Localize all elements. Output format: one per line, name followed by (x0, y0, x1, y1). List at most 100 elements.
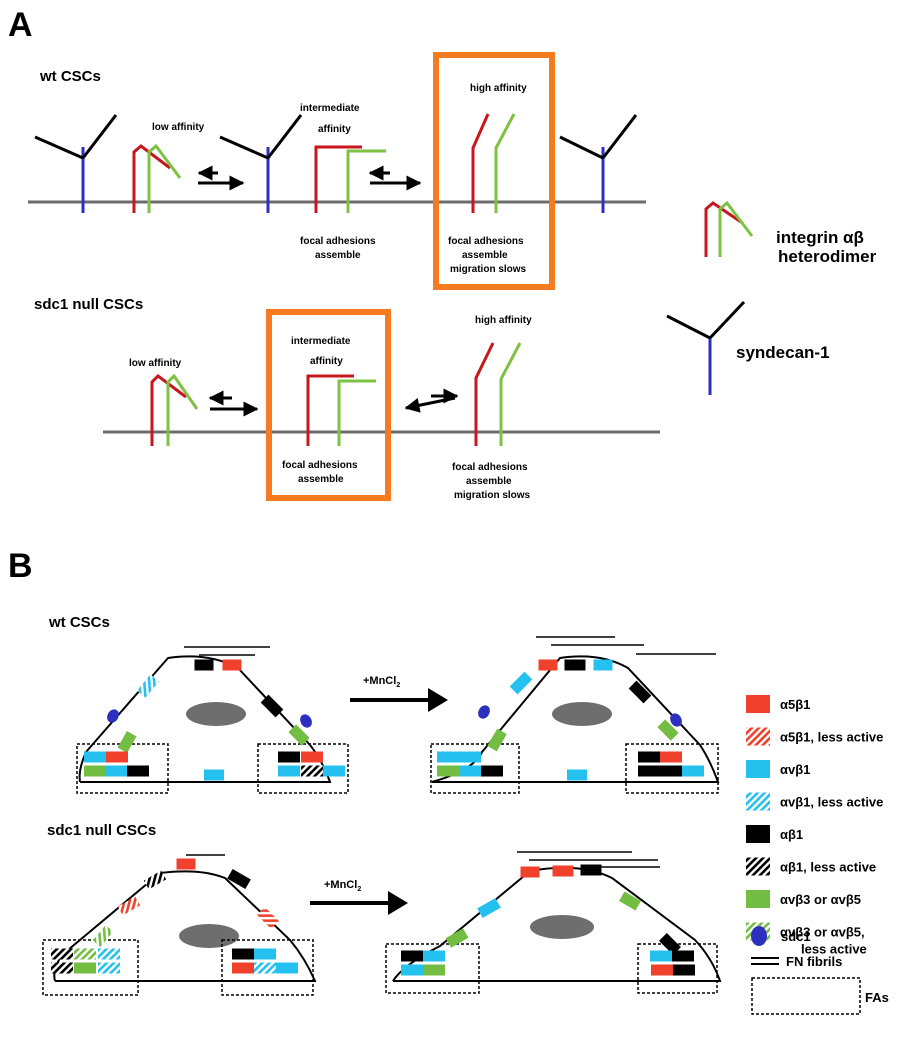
integrin-block (74, 962, 96, 974)
legend-fas: FAs (751, 977, 889, 1015)
integrin-block (580, 864, 602, 876)
syndecan-icon (219, 114, 303, 213)
focal-adhesion-box (385, 943, 480, 994)
legend-swatch (746, 727, 770, 746)
legend-syndecan-label: syndecan-1 (736, 343, 830, 362)
svg-text:FN fibrils: FN fibrils (786, 954, 842, 969)
fa-label-intermediate-wt: focal adhesions assemble (300, 236, 378, 261)
low-affinity-label-wt: low affinity (152, 122, 205, 133)
integrin-high-affinity-icon (471, 113, 516, 213)
intermediate-affinity-label-sdc: intermediate affinity (291, 336, 353, 367)
fa-label-high-sdc: focal adhesions assemble migration slows (452, 462, 531, 501)
legend-swatch (746, 760, 770, 778)
integrin-block (673, 964, 695, 976)
integrin-block (98, 948, 120, 960)
integrin-block (278, 765, 300, 777)
integrin-block (105, 765, 127, 777)
integrin-block (423, 964, 445, 976)
integrin-block (423, 950, 445, 962)
integrin-block (481, 765, 503, 777)
integrin-block (301, 751, 323, 763)
legend-label: αβ1, less active (780, 860, 876, 875)
integrin-block (657, 719, 679, 741)
focal-adhesion-box (221, 939, 314, 996)
integrin-block (276, 962, 298, 974)
integrin-block (117, 731, 137, 753)
integrin-block (232, 962, 254, 974)
sdc1-marker (300, 714, 312, 728)
legend-swatch (746, 890, 770, 908)
integrin-block (672, 950, 694, 962)
nucleus (186, 702, 246, 726)
integrin-block (445, 928, 469, 948)
integrin-block (84, 751, 106, 763)
integrin-block (176, 858, 196, 870)
fa-label-intermediate-sdc: focal adhesions assemble (282, 460, 360, 485)
legend-label: αβ1 (780, 827, 803, 842)
nucleus (552, 702, 612, 726)
integrin-block (487, 728, 507, 752)
integrin-low-affinity-icon (132, 143, 182, 213)
integrin-block (650, 950, 672, 962)
legend-integrin-icon (704, 200, 754, 257)
integrin-block (260, 694, 284, 718)
legend-syndecan-icon (666, 300, 746, 395)
integrin-block (137, 674, 159, 698)
integrin-block (143, 870, 167, 890)
legend-label: α5β1, less active (780, 730, 883, 745)
integrin-low-affinity-icon (150, 373, 199, 446)
highlight-box-intermediate-sdc1-null (266, 309, 391, 501)
integrin-block (401, 964, 423, 976)
nucleus (179, 924, 239, 948)
integrin-block (401, 950, 423, 962)
integrin-block (509, 671, 533, 695)
legend-label: αvβ1 (780, 762, 810, 777)
fa-label-high-wt: focal adhesions assemble migration slows (448, 236, 527, 275)
svg-text:sdc1: sdc1 (781, 929, 811, 944)
integrin-block (459, 751, 481, 763)
integrin-block (74, 948, 96, 960)
focal-adhesion-box (625, 743, 719, 794)
integrin-block (117, 896, 141, 916)
nucleus (530, 915, 594, 939)
integrin-intermediate-affinity-icon (314, 145, 386, 213)
legend-label: α5β1 (780, 697, 810, 712)
integrin-block (638, 765, 660, 777)
intermediate-affinity-line2: affinity (318, 124, 351, 135)
integrin-block (437, 751, 459, 763)
svg-text:+MnCl2: +MnCl2 (363, 675, 400, 689)
integrin-block (538, 659, 558, 671)
sdc1-marker (478, 705, 490, 719)
integrin-block (106, 751, 128, 763)
integrin-block (257, 907, 279, 929)
syndecan-icon (559, 114, 638, 213)
integrin-block (84, 765, 106, 777)
integrin-block (232, 948, 254, 960)
integrin-block (127, 765, 149, 777)
mncl2-arrow-wt: +MnCl2 (350, 675, 448, 712)
panel-b-letter: B (8, 547, 33, 585)
integrin-block (278, 751, 300, 763)
integrin-intermediate-affinity-icon (306, 374, 376, 446)
integrin-block (254, 948, 276, 960)
legend-swatch (746, 792, 770, 811)
legend-swatch (746, 857, 770, 876)
integrin-block (659, 933, 681, 955)
integrin-block (638, 751, 660, 763)
cell-outline (78, 655, 332, 783)
integrin-block (323, 765, 345, 777)
legend-sdc1: sdc1 (751, 926, 811, 946)
integrin-block (204, 769, 224, 781)
legend-fn-fibrils: FN fibrils (751, 954, 842, 969)
legend-swatch (746, 695, 770, 713)
legend-integrin-label: integrin αβ heterodimer (776, 228, 877, 266)
integrin-block (564, 659, 586, 671)
focal-adhesion-box (42, 939, 139, 996)
high-affinity-label-wt: high affinity (470, 83, 527, 94)
svg-text:FAs: FAs (865, 990, 889, 1005)
integrin-block (92, 925, 114, 947)
integrin-block (222, 659, 242, 671)
legend-label: less active (801, 942, 867, 957)
integrin-block (619, 891, 641, 911)
integrin-block (660, 751, 682, 763)
